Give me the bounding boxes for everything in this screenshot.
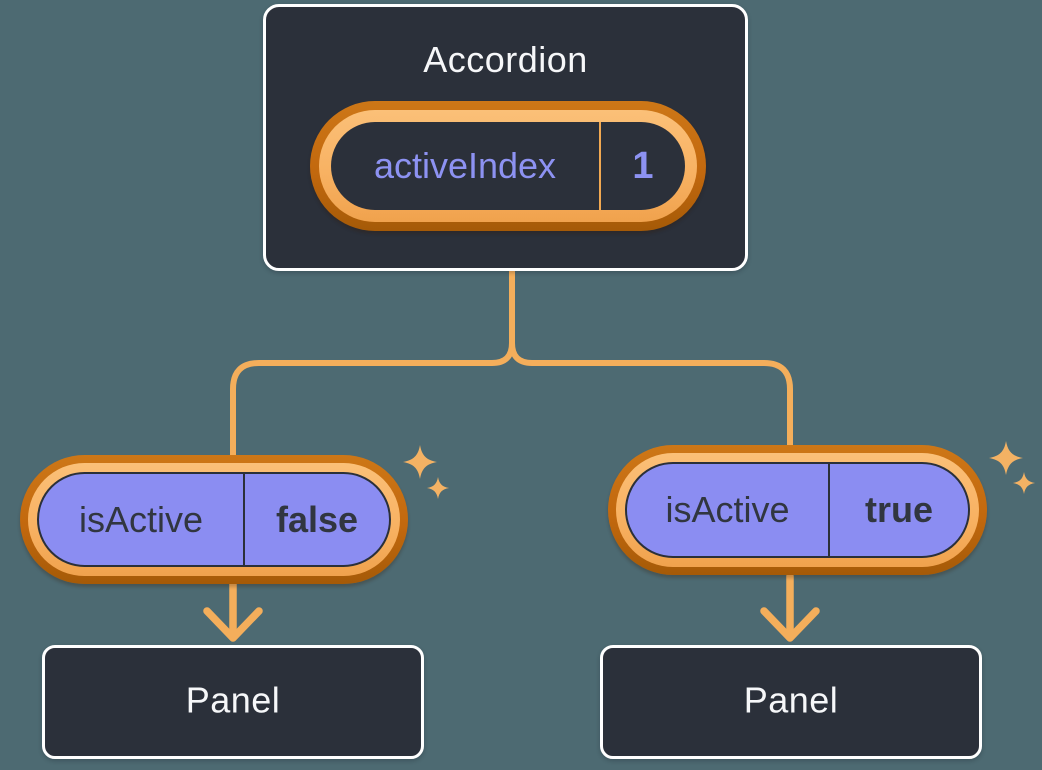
prop-pill-isactive-left: isActive false — [20, 455, 408, 584]
sparkle-icon — [989, 441, 1036, 495]
prop-pill-label: isActive — [78, 498, 204, 540]
prop-pill-core: isActive false — [37, 472, 391, 567]
connector-right-branch — [509, 271, 793, 446]
panel-node-title: Panel — [743, 679, 839, 721]
state-pill-divider — [599, 122, 601, 210]
prop-pill-divider — [828, 464, 830, 556]
arrow-down-right — [760, 572, 820, 642]
prop-pill-divider — [243, 474, 245, 565]
state-pill-label: activeIndex — [373, 145, 557, 186]
state-pill-core: activeIndex 1 — [331, 122, 685, 210]
connector-left-branch — [230, 271, 515, 456]
prop-pill-label: isActive — [665, 489, 790, 530]
prop-pill-value: true — [864, 489, 933, 530]
sparkle-icon — [403, 445, 450, 500]
prop-pill-isactive-right: isActive true — [608, 445, 987, 575]
state-pill-activeindex: activeIndex 1 — [310, 101, 706, 231]
accordion-node-title: Accordion — [423, 39, 588, 80]
panel-component-node-right: Panel — [600, 645, 982, 759]
prop-pill-value: false — [275, 498, 359, 540]
arrow-down-left — [203, 580, 263, 642]
state-pill-value: 1 — [632, 144, 654, 187]
panel-node-title: Panel — [185, 679, 281, 721]
prop-pill-core: isActive true — [625, 462, 970, 558]
panel-component-node-left: Panel — [42, 645, 424, 759]
